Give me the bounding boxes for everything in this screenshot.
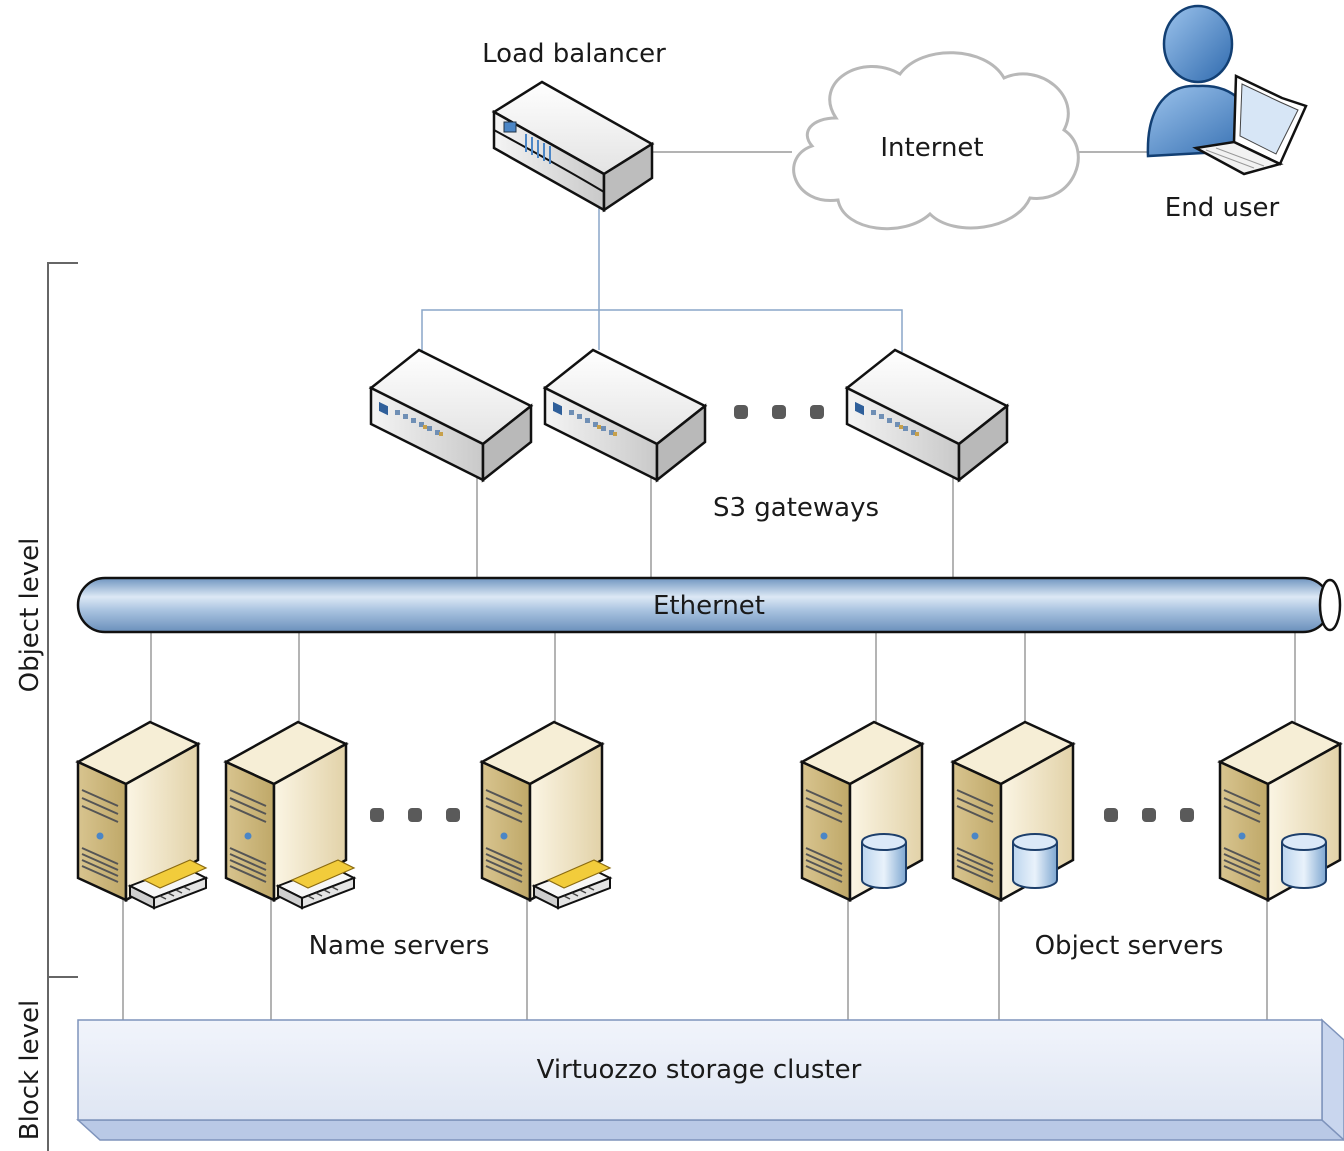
name-server-1-icon	[76, 720, 207, 909]
storage-cluster-label: Virtuozzo storage cluster	[537, 1055, 862, 1085]
ethernet-bus-icon	[76, 576, 1342, 634]
ellipsis-icon	[1104, 808, 1194, 822]
ellipsis-icon	[734, 405, 824, 419]
gateway-server-2-icon	[543, 348, 707, 482]
name-server-3-icon	[480, 720, 611, 909]
block-level-label: Block level	[15, 1000, 45, 1140]
network-wires	[122, 151, 1296, 1020]
name-server-2-icon	[224, 720, 355, 909]
object-server-1-icon	[800, 720, 924, 902]
object-server-3-icon	[1218, 720, 1342, 902]
gateway-server-3-icon	[845, 348, 1009, 482]
storage-cluster-box	[76, 1018, 1344, 1142]
s3-gateways-label: S3 gateways	[713, 493, 879, 523]
cloud-icon	[792, 51, 1080, 231]
load-balancer-icon	[491, 80, 655, 213]
user-with-laptop-icon	[1146, 4, 1308, 176]
object-servers-label: Object servers	[1035, 931, 1224, 961]
load-balancer-label: Load balancer	[482, 39, 666, 69]
name-servers-label: Name servers	[309, 931, 490, 961]
level-brackets	[47, 262, 78, 1151]
object-server-2-icon	[951, 720, 1075, 902]
internet-label: Internet	[880, 133, 983, 163]
ellipsis-icon	[370, 808, 460, 822]
object-level-label: Object level	[15, 538, 45, 693]
gateway-server-1-icon	[369, 348, 533, 482]
ethernet-label: Ethernet	[653, 591, 765, 621]
end-user-label: End user	[1165, 193, 1280, 223]
